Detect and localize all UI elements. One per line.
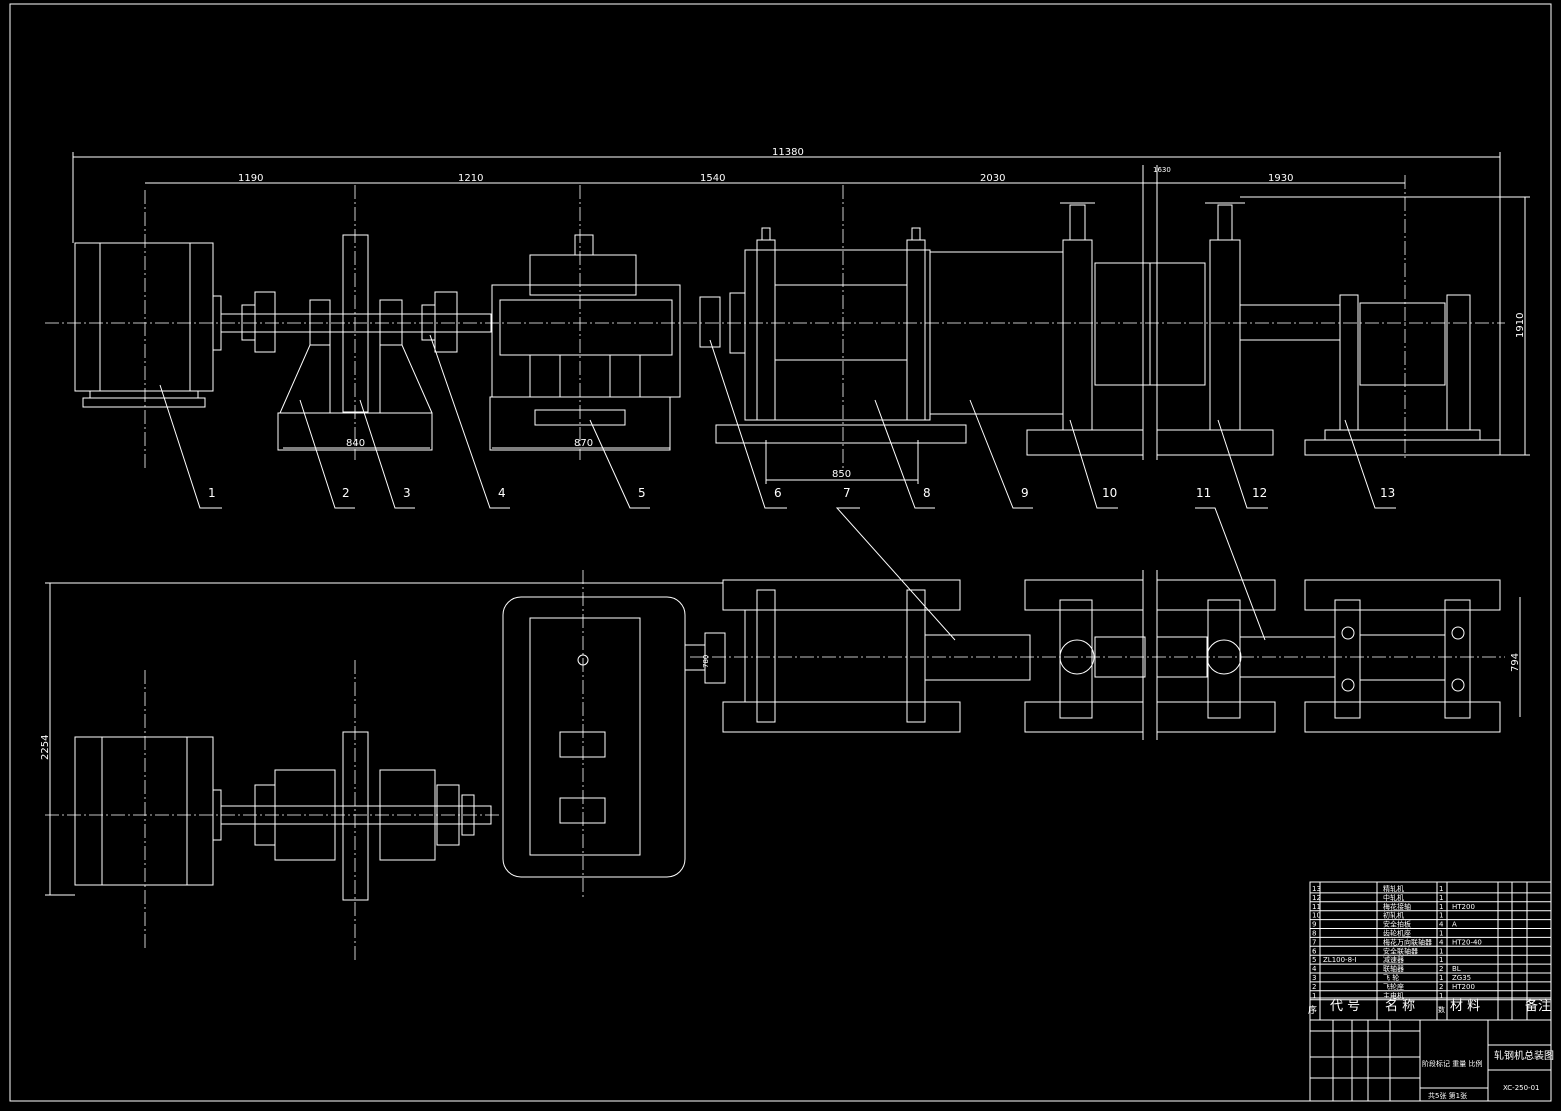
- svg-text:840: 840: [346, 438, 365, 449]
- parts-cell-material: BL: [1452, 965, 1461, 973]
- plan-view: [74, 570, 1501, 901]
- svg-text:1930: 1930: [1268, 173, 1293, 184]
- svg-text:序: 序: [1308, 1004, 1317, 1016]
- parts-cell-qty: 2: [1439, 983, 1443, 991]
- parts-cell-no: 11: [1312, 903, 1321, 911]
- svg-text:材 料: 材 料: [1450, 999, 1480, 1014]
- parts-cell-qty: 1: [1439, 947, 1443, 955]
- svg-text:870: 870: [574, 438, 593, 449]
- motor-elevation: [74, 242, 222, 408]
- svg-text:1: 1: [208, 486, 216, 500]
- spindle: [929, 251, 1064, 415]
- parts-cell-no: 1: [1312, 992, 1316, 1000]
- parts-cell-name: 精轧机: [1383, 884, 1404, 893]
- parts-cell-qty: 1: [1439, 903, 1443, 911]
- svg-text:名 称: 名 称: [1385, 998, 1415, 1014]
- parts-cell-material: HT200: [1452, 983, 1475, 991]
- svg-text:阶段标记 重量 比例: 阶段标记 重量 比例: [1422, 1059, 1482, 1068]
- parts-cell-qty: 1: [1439, 956, 1443, 964]
- svg-text:10: 10: [1102, 486, 1117, 500]
- parts-cell-material: HT200: [1452, 903, 1475, 911]
- reducer-elevation: [489, 234, 681, 451]
- parts-cell-material: HT20-40: [1452, 938, 1482, 946]
- parts-cell-no: 8: [1312, 930, 1316, 938]
- svg-text:5: 5: [638, 486, 646, 500]
- gear-stand-elevation: [699, 227, 967, 444]
- parts-cell-qty: 2: [1439, 965, 1443, 973]
- svg-text:794: 794: [1510, 653, 1521, 672]
- parts-cell-qty: 1: [1439, 885, 1443, 893]
- svg-text:6: 6: [774, 486, 782, 500]
- parts-cell-name: 初轧机: [1383, 911, 1404, 920]
- parts-cell-material: ZG35: [1452, 974, 1471, 982]
- svg-text:数: 数: [1438, 1005, 1445, 1014]
- couplings-elevation: [241, 291, 458, 353]
- parts-cell-name: 齿轮机座: [1383, 929, 1411, 938]
- parts-cell-no: 3: [1312, 974, 1316, 982]
- parts-cell-qty: 1: [1439, 930, 1443, 938]
- parts-cell-name: 安全拍板: [1383, 920, 1411, 929]
- parts-cell-name: 飞轮座: [1383, 982, 1404, 991]
- svg-text:11380: 11380: [772, 147, 804, 158]
- parts-cell-no: 5: [1312, 956, 1316, 964]
- svg-text:备注: 备注: [1525, 998, 1551, 1014]
- parts-cell-name: 安全联轴器: [1383, 946, 1418, 955]
- parts-cell-qty: 1: [1439, 992, 1443, 1000]
- parts-cell-material: A: [1452, 921, 1457, 929]
- parts-cell-no: 4: [1312, 965, 1317, 973]
- parts-cell-qty: 1: [1439, 912, 1443, 920]
- parts-cell-qty: 4: [1439, 938, 1444, 946]
- parts-cell-no: 6: [1312, 947, 1317, 955]
- dimensions: 11380 1190 1210 1540 2030 1930 1630 1910…: [40, 147, 1530, 896]
- title-block: 阶段标记 重量 比例 轧钢机总装图 XC-250-01 共5张 第1张: [1309, 1019, 1554, 1102]
- finishing-mill-elevation: [1304, 294, 1501, 456]
- parts-cell-name: 飞 轮: [1383, 973, 1399, 982]
- spindle-11: [1239, 304, 1341, 341]
- parts-cell-name: 中轧机: [1383, 893, 1404, 902]
- svg-text:13: 13: [1380, 486, 1395, 500]
- parts-cell-name: 主电机: [1383, 991, 1404, 1000]
- parts-cell-no: 9: [1312, 921, 1316, 929]
- parts-cell-no: 13: [1312, 885, 1321, 893]
- parts-cell-no: 12: [1312, 894, 1321, 902]
- drawing-frame: [9, 3, 1552, 1102]
- parts-cell-name: 梅花万向联轴器: [1383, 937, 1432, 946]
- svg-text:XC-250-01: XC-250-01: [1503, 1084, 1540, 1092]
- parts-cell-qty: 4: [1439, 921, 1444, 929]
- svg-text:1210: 1210: [458, 173, 483, 184]
- shaft: [220, 313, 492, 333]
- svg-text:1910: 1910: [1515, 313, 1526, 338]
- parts-cell-name: 梅花接轴: [1383, 902, 1411, 911]
- parts-cell-qty: 1: [1439, 894, 1443, 902]
- svg-text:2: 2: [342, 486, 350, 500]
- svg-text:9: 9: [1021, 486, 1029, 500]
- parts-cell-no: 10: [1312, 912, 1321, 920]
- svg-text:3: 3: [403, 486, 411, 500]
- parts-cell-no: 2: [1312, 983, 1316, 991]
- svg-text:850: 850: [832, 469, 851, 480]
- svg-text:1540: 1540: [700, 173, 725, 184]
- part-leaders: 1 2 3 4 5 6 7 8 9 10 11 12 13: [159, 334, 1396, 641]
- parts-cell-name: 联轴器: [1383, 964, 1404, 973]
- svg-text:2254: 2254: [40, 735, 51, 760]
- svg-text:轧钢机总装图: 轧钢机总装图: [1494, 1049, 1554, 1062]
- roughing-mill-elevation: [1026, 165, 1274, 460]
- svg-text:2030: 2030: [980, 173, 1005, 184]
- svg-text:7: 7: [843, 486, 851, 500]
- svg-text:1190: 1190: [238, 173, 263, 184]
- svg-text:11: 11: [1196, 486, 1211, 500]
- svg-text:780: 780: [702, 655, 710, 668]
- parts-cell-qty: 1: [1439, 974, 1443, 982]
- svg-text:共5张 第1张: 共5张 第1张: [1428, 1091, 1467, 1100]
- svg-text:代 号: 代 号: [1330, 999, 1360, 1014]
- svg-text:12: 12: [1252, 486, 1267, 500]
- parts-cell-no: 7: [1312, 938, 1316, 946]
- svg-text:8: 8: [923, 486, 931, 500]
- parts-cell-name: 减速器: [1383, 955, 1404, 964]
- svg-text:1630: 1630: [1153, 166, 1171, 174]
- svg-text:4: 4: [498, 486, 506, 500]
- flywheel-elevation: [277, 234, 433, 451]
- parts-cell-code: ZL100-8-I: [1323, 956, 1357, 964]
